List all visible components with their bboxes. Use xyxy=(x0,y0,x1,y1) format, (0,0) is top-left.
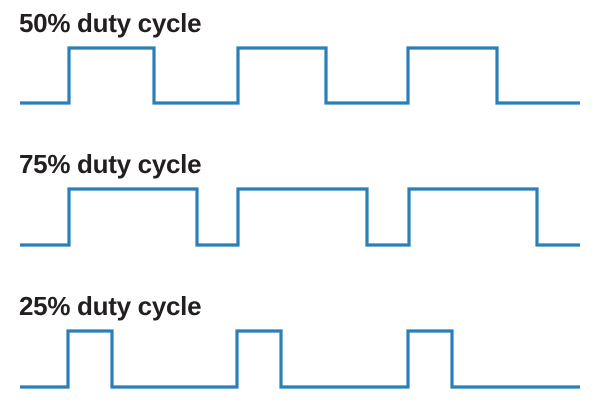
waveform-group-25: 25% duty cycle xyxy=(0,284,600,412)
waveform-label-50: 50% duty cycle xyxy=(19,8,202,38)
waveform-label-25: 25% duty cycle xyxy=(19,291,202,321)
waveform-plot-50 xyxy=(20,46,580,105)
waveform-plot-75 xyxy=(20,187,580,247)
waveform-trace-50 xyxy=(20,46,580,105)
waveform-trace-25 xyxy=(20,329,580,389)
waveform-group-75: 75% duty cycle xyxy=(0,142,600,282)
waveform-plot-25 xyxy=(20,329,580,389)
waveform-group-50: 50% duty cycle xyxy=(0,0,600,140)
waveform-trace-75 xyxy=(20,187,580,247)
waveform-label-75: 75% duty cycle xyxy=(19,149,202,179)
